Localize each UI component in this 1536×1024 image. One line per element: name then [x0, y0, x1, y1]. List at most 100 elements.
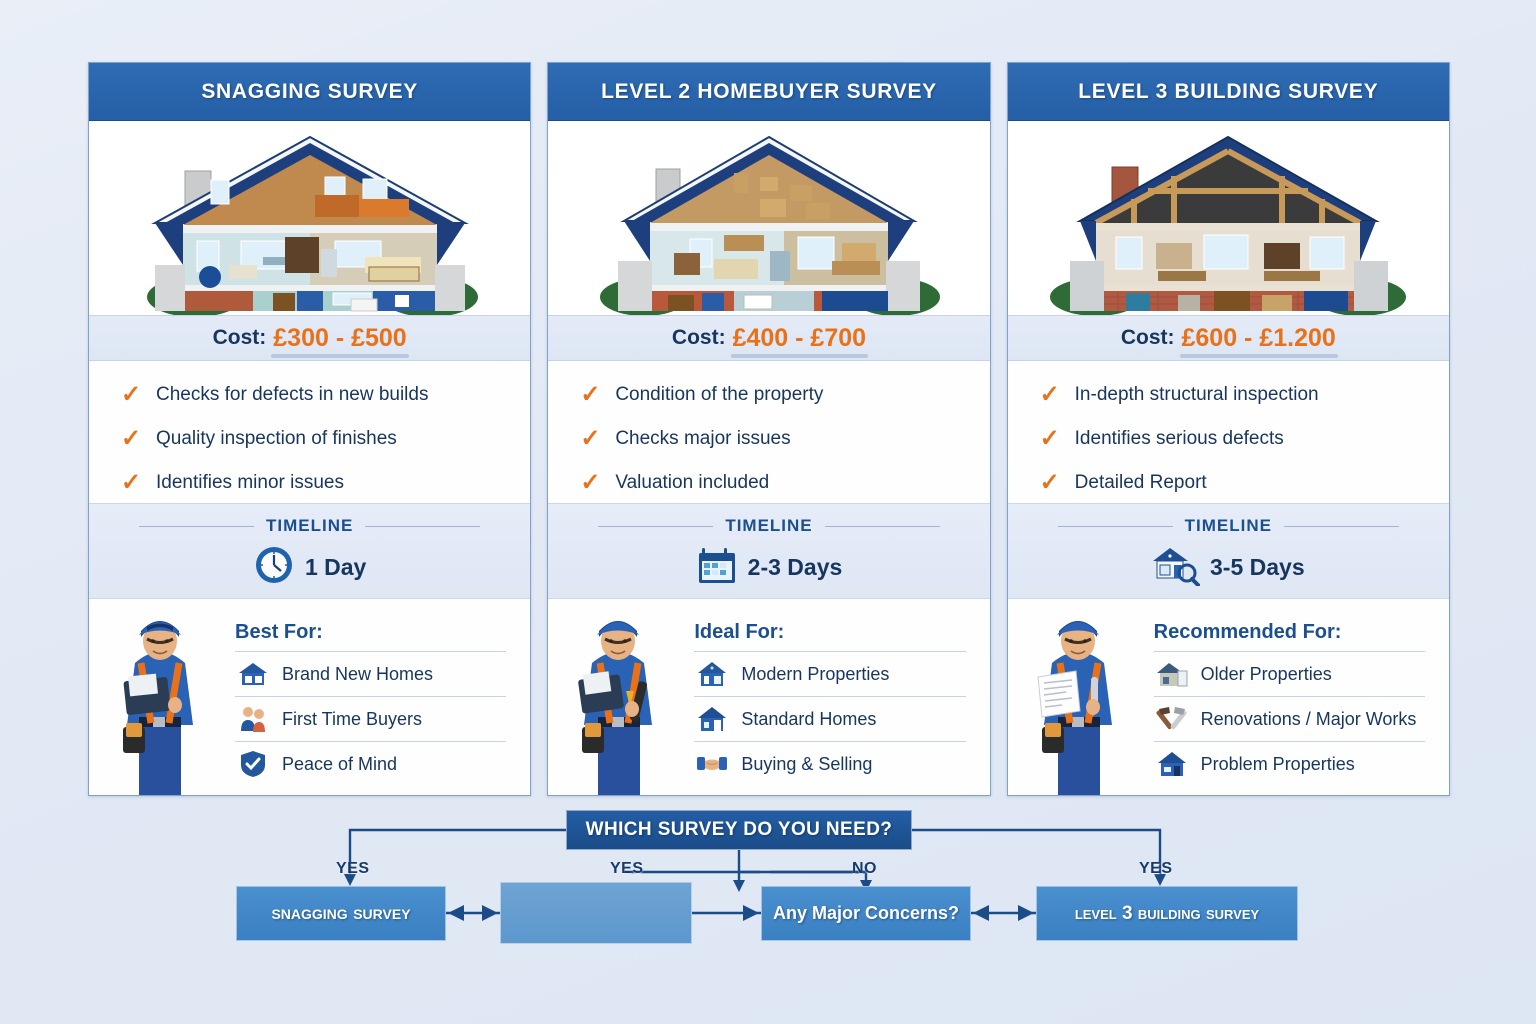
bestfor-section: Recommended For: Older Properties Renova… [1007, 599, 1449, 795]
timeline-title: TIMELINE [265, 516, 354, 535]
cost-value: £300 - £500 [271, 323, 410, 358]
bestfor-item: Buying & Selling [694, 741, 966, 786]
feature-label: Valuation included [615, 472, 770, 493]
feature-label: In-depth structural inspection [1074, 384, 1319, 405]
feature-label: Quality inspection of finishes [156, 428, 397, 449]
divider-left [138, 525, 254, 527]
feature-label: Identifies minor issues [156, 472, 344, 493]
check-icon: ✓ [121, 469, 142, 496]
card-header-level3: LEVEL 3 BUILDING SURVEY [1007, 63, 1449, 121]
bestfor-item: Peace of Mind [235, 741, 507, 786]
survey-comparison-cards: SNAGGING SURVEY [88, 62, 1450, 796]
card-header-snagging: SNAGGING SURVEY [89, 63, 531, 121]
check-icon: ✓ [580, 381, 601, 408]
bestfor-item: Problem Properties [1153, 741, 1425, 786]
timeline-section: TIMELINE 1 Day [89, 503, 531, 599]
divider-left [598, 525, 714, 527]
feature-label: Detailed Report [1074, 472, 1207, 493]
bestfor-item: Renovations / Major Works [1153, 696, 1425, 741]
check-icon: ✓ [580, 469, 601, 496]
timeline-value: 3-5 Days [1210, 554, 1305, 580]
flow-label-yes-left: YES [336, 860, 370, 877]
check-icon: ✓ [121, 381, 142, 408]
feature-item: ✓ Quality inspection of finishes [121, 427, 530, 451]
survey-card-snagging[interactable]: SNAGGING SURVEY [88, 62, 532, 796]
flow-box-label: Snagging Survey [271, 902, 411, 924]
feature-label: Identifies serious defects [1074, 428, 1284, 449]
timeline-title: TIMELINE [1184, 516, 1272, 535]
flow-box-label: Level 3 Building Survey [1074, 902, 1260, 924]
flow-root-question[interactable]: WHICH SURVEY DO YOU NEED? [566, 810, 912, 850]
flow-box-level3-building-survey[interactable]: Level 3 Building Survey [1036, 886, 1298, 941]
check-icon: ✓ [580, 425, 601, 452]
modern-house-icon [694, 659, 730, 689]
bestfor-item: Older Properties [1153, 651, 1425, 696]
cost-band: Cost: £300 - £500 [89, 315, 531, 361]
bestfor-section: Best For: Brand New Homes First Time Buy… [89, 599, 531, 795]
timeline-section: TIMELINE 3-5 Days [1007, 503, 1449, 599]
feature-label: Condition of the property [615, 384, 824, 405]
divider-right [1283, 525, 1399, 527]
survey-card-level3[interactable]: LEVEL 3 BUILDING SURVEY [1006, 62, 1450, 796]
bestfor-title: Best For: [235, 621, 323, 643]
timeline-value: 2-3 Days [747, 554, 843, 580]
survey-card-level2[interactable]: LEVEL 2 HOMEBUYER SURVEY [547, 62, 991, 796]
flow-label-no: NO [852, 860, 877, 877]
cutaway-house-standard-icon [548, 121, 990, 315]
feature-item: ✓ Checks for defects in new builds [121, 383, 530, 407]
bestfor-title: Recommended For: [1153, 621, 1342, 643]
couple-icon [235, 704, 271, 734]
bestfor-label: Modern Properties [741, 663, 890, 684]
card-header-level2: LEVEL 2 HOMEBUYER SURVEY [548, 63, 990, 121]
feature-item: ✓ Detailed Report [1040, 471, 1449, 495]
feature-list: ✓ Checks for defects in new builds ✓ Qua… [89, 361, 531, 503]
bestfor-item: First Time Buyers [235, 696, 507, 741]
flow-box-snagging-survey[interactable]: Snagging Survey [236, 886, 446, 941]
divider-right [365, 525, 481, 527]
bestfor-label: Problem Properties [1200, 753, 1355, 774]
decision-flowchart: WHICH SURVEY DO YOU NEED? Snagging Surve… [0, 800, 1536, 965]
check-icon: ✓ [1039, 425, 1060, 452]
card-title: LEVEL 2 HOMEBUYER SURVEY [601, 79, 937, 103]
cost-value: £400 - £700 [730, 323, 869, 358]
bestfor-label: Brand New Homes [282, 663, 434, 684]
flow-box-label: Any Major Concerns? [772, 903, 960, 923]
bestfor-label: Renovations / Major Works [1200, 708, 1417, 729]
check-icon: ✓ [121, 425, 142, 452]
cutaway-house-new-build-icon [89, 121, 531, 315]
bestfor-label: Older Properties [1200, 663, 1332, 684]
divider-left [1057, 525, 1173, 527]
bestfor-item: Modern Properties [694, 651, 966, 696]
surveyor-with-tools-icon [548, 599, 690, 795]
bestfor-label: First Time Buyers [282, 708, 423, 729]
flow-box-any-major-concerns[interactable]: Any Major Concerns? [761, 886, 971, 941]
cost-band: Cost: £400 - £700 [548, 315, 990, 361]
feature-label: Checks major issues [615, 428, 791, 449]
bestfor-item: Brand New Homes [235, 651, 507, 696]
flow-box-middle[interactable] [500, 882, 692, 944]
card-title: LEVEL 3 BUILDING SURVEY [1078, 79, 1379, 103]
card-title: SNAGGING SURVEY [201, 79, 418, 103]
check-icon: ✓ [1039, 469, 1060, 496]
bestfor-label: Peace of Mind [282, 753, 398, 774]
handshake-icon [694, 749, 730, 779]
timeline-title: TIMELINE [725, 516, 813, 535]
feature-list: ✓ In-depth structural inspection ✓ Ident… [1007, 361, 1449, 503]
feature-label: Checks for defects in new builds [156, 384, 429, 405]
timeline-section: TIMELINE 2-3 Days [548, 503, 990, 599]
cutaway-house-timber-frame-icon [1007, 121, 1449, 315]
feature-item: ✓ In-depth structural inspection [1040, 383, 1449, 407]
flow-label-yes-middle: YES [610, 860, 644, 877]
bestfor-label: Buying & Selling [741, 753, 873, 774]
shield-check-icon [235, 749, 271, 779]
old-house-icon [1154, 659, 1190, 689]
timeline-value: 1 Day [304, 554, 367, 580]
divider-right [824, 525, 940, 527]
feature-item: ✓ Checks major issues [580, 427, 989, 451]
check-icon: ✓ [1039, 381, 1060, 408]
cost-label: Cost: [1120, 326, 1175, 349]
clock-icon [253, 544, 295, 591]
calendar-icon [696, 544, 738, 591]
cost-band: Cost: £600 - £1.200 [1007, 315, 1449, 361]
feature-item: ✓ Condition of the property [580, 383, 989, 407]
